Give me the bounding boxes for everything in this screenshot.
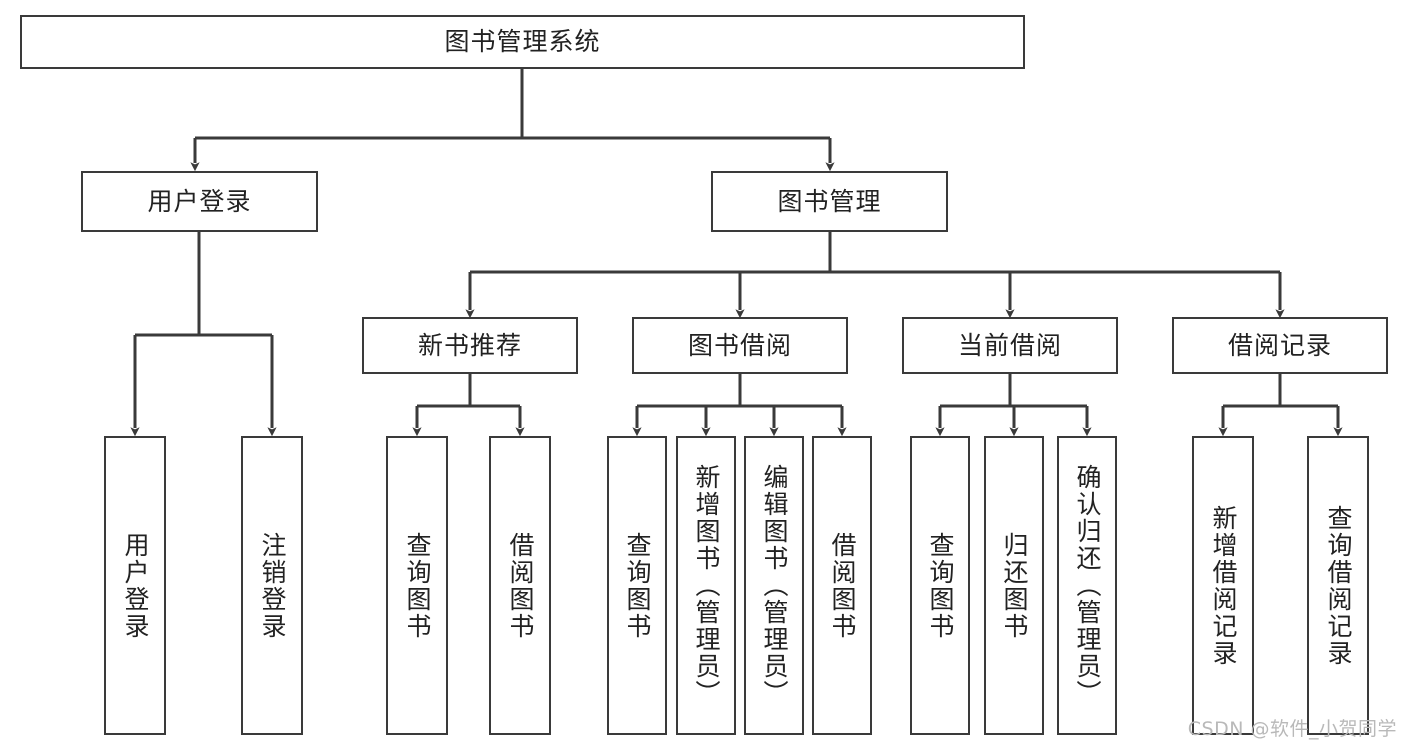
- node-leaf-borrow-book[interactable]: 借阅图书: [812, 436, 872, 735]
- node-leaf-query-book-rec-label: 查询图书: [403, 531, 432, 640]
- node-leaf-add-borrow-record-label: 新增借阅记录: [1209, 504, 1238, 667]
- node-root[interactable]: 图书管理系统: [20, 15, 1025, 69]
- node-leaf-query-book-cur[interactable]: 查询图书: [910, 436, 970, 735]
- node-leaf-add-book-admin[interactable]: 新增图书（管理员）: [676, 436, 736, 735]
- node-root-label: 图书管理系统: [444, 27, 601, 56]
- node-user-login-label: 用户登录: [147, 186, 252, 216]
- node-user-login[interactable]: 用户登录: [81, 171, 318, 232]
- node-leaf-query-book-cur-label: 查询图书: [926, 531, 955, 640]
- node-leaf-user-logout-label: 注销登录: [258, 531, 287, 640]
- node-new-book-recommend[interactable]: 新书推荐: [362, 317, 578, 374]
- node-leaf-edit-book-admin[interactable]: 编辑图书（管理员）: [744, 436, 804, 735]
- node-book-borrow-label: 图书借阅: [687, 330, 792, 360]
- node-book-borrow[interactable]: 图书借阅: [632, 317, 848, 374]
- node-leaf-query-book-borrow[interactable]: 查询图书: [607, 436, 667, 735]
- node-borrow-record-label: 借阅记录: [1227, 330, 1332, 360]
- node-leaf-confirm-return-admin-label: 确认归还（管理员）: [1073, 464, 1102, 707]
- node-leaf-user-login-label: 用户登录: [121, 531, 150, 640]
- node-leaf-user-logout[interactable]: 注销登录: [241, 436, 303, 735]
- node-leaf-add-book-admin-label: 新增图书（管理员）: [692, 464, 721, 707]
- node-leaf-query-borrow-record-label: 查询借阅记录: [1324, 504, 1353, 667]
- node-leaf-query-book-rec[interactable]: 查询图书: [386, 436, 448, 735]
- node-leaf-query-borrow-record[interactable]: 查询借阅记录: [1307, 436, 1369, 735]
- node-book-manage-label: 图书管理: [777, 186, 882, 216]
- node-borrow-record[interactable]: 借阅记录: [1172, 317, 1388, 374]
- node-leaf-edit-book-admin-label: 编辑图书（管理员）: [760, 464, 789, 707]
- node-leaf-user-login[interactable]: 用户登录: [104, 436, 166, 735]
- watermark: CSDN @软件_小贺同学: [1187, 718, 1397, 740]
- node-leaf-borrow-book-label: 借阅图书: [828, 531, 857, 640]
- node-current-borrow[interactable]: 当前借阅: [902, 317, 1118, 374]
- node-leaf-return-book[interactable]: 归还图书: [984, 436, 1044, 735]
- node-book-manage[interactable]: 图书管理: [711, 171, 948, 232]
- node-leaf-add-borrow-record[interactable]: 新增借阅记录: [1192, 436, 1254, 735]
- node-leaf-borrow-book-rec-label: 借阅图书: [506, 531, 535, 640]
- node-leaf-query-book-borrow-label: 查询图书: [623, 531, 652, 640]
- node-leaf-confirm-return-admin[interactable]: 确认归还（管理员）: [1057, 436, 1117, 735]
- node-current-borrow-label: 当前借阅: [957, 330, 1062, 360]
- node-leaf-return-book-label: 归还图书: [1000, 531, 1029, 640]
- node-leaf-borrow-book-rec[interactable]: 借阅图书: [489, 436, 551, 735]
- node-new-book-recommend-label: 新书推荐: [417, 330, 522, 360]
